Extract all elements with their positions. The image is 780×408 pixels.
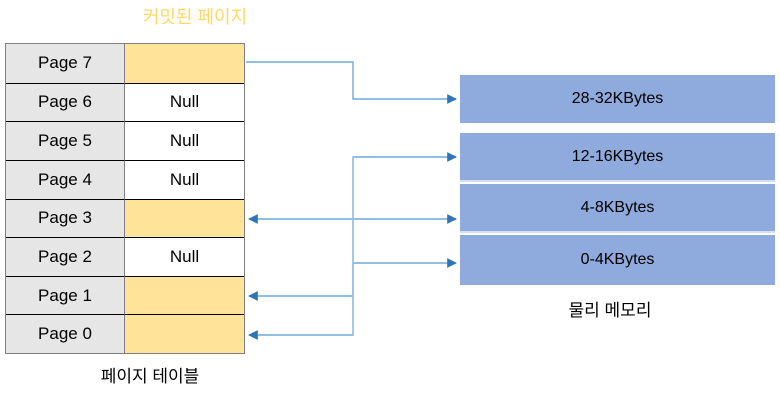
page-table-row: Page 7 (6, 44, 244, 83)
page-table-row-label: Page 2 (6, 237, 125, 276)
memory-block: 0-4KBytes (460, 235, 775, 285)
page-table-row: Page 1 (6, 275, 244, 315)
connector-page7-to-28-32kbytes (246, 61, 457, 104)
memory-block: 12-16KBytes (460, 133, 775, 182)
page-table-caption: 페이지 테이블 (100, 367, 200, 386)
page-table-row: Page 0 (6, 314, 244, 353)
page-table-row: Page 4 Null (6, 159, 244, 199)
page-table-row-value: Null (125, 159, 244, 199)
committed-pages-title: 커밋된 페이지 (142, 7, 248, 27)
page-table-row-label: Page 5 (6, 121, 125, 160)
page-table-row-value (125, 44, 244, 83)
page-table-row-value (125, 198, 244, 238)
memory-block: 4-8KBytes (460, 184, 775, 233)
connector-0-4kbytes-to-page0 (248, 258, 457, 340)
page-table-row-label: Page 3 (6, 198, 125, 238)
physical-memory-caption: 물리 메모리 (568, 301, 652, 320)
page-table-row-value: Null (125, 121, 244, 160)
memory-block: 28-32KBytes (460, 75, 775, 123)
page-table-row: Page 2 Null (6, 237, 244, 276)
page-table-row-label: Page 1 (6, 275, 125, 315)
page-table-row-value: Null (125, 82, 244, 122)
page-table-row: Page 6 Null (6, 82, 244, 122)
page-table-row-value (125, 314, 244, 353)
connector-12-16kbytes-to-page1 (248, 152, 457, 301)
page-table-row: Page 5 Null (6, 121, 244, 160)
page-table-row-label: Page 6 (6, 82, 125, 122)
page-table-row-label: Page 7 (6, 44, 125, 83)
page-table-row-label: Page 4 (6, 159, 125, 199)
page-table-row-value: Null (125, 237, 244, 276)
page-table-row-value (125, 275, 244, 315)
page-table-row: Page 3 (6, 198, 244, 238)
page-table: Page 7 Page 6 Null Page 5 Null Page 4 Nu… (5, 43, 245, 354)
page-table-row-label: Page 0 (6, 314, 125, 353)
